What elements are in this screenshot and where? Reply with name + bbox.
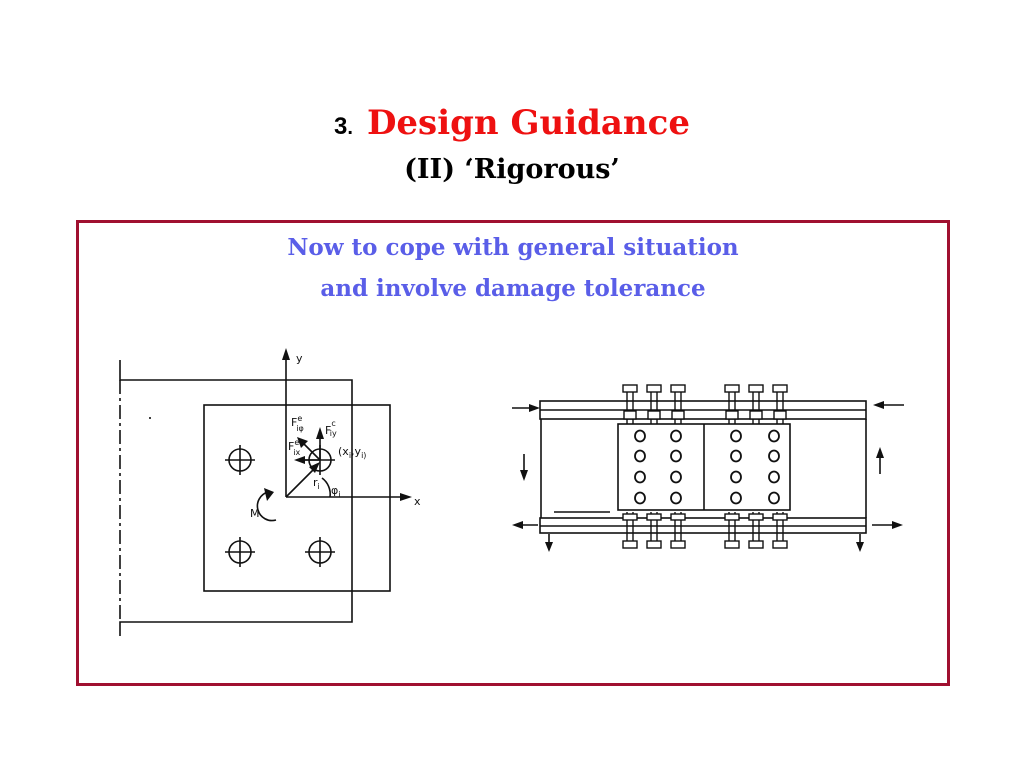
radius-label: ri (313, 476, 320, 491)
x-axis-label: x (414, 495, 421, 508)
bolt-coordinate-label: (xi,yi) (338, 445, 366, 460)
web-bolt (634, 449, 646, 463)
web-bolt (670, 470, 682, 484)
web-bolt (634, 491, 646, 505)
web-edges (540, 419, 867, 518)
web-bolt (730, 429, 742, 443)
flange-bolt-top (724, 384, 740, 424)
shear-arrow-down-left (520, 454, 528, 481)
bolt-hole (305, 537, 335, 567)
shear-arrow-up-right (876, 447, 884, 474)
web-bolt (730, 449, 742, 463)
axial-arrow-right-bottom (872, 521, 903, 529)
flange-bolt-bottom (622, 512, 638, 549)
member-outline (119, 360, 353, 636)
flange-bolt-pattern (622, 384, 788, 549)
web-bolt (768, 491, 780, 505)
web-bolt (670, 429, 682, 443)
flange-bolt-top (670, 384, 686, 424)
web-bolt-pattern (634, 429, 780, 505)
web-bolt (768, 449, 780, 463)
web-bolt (634, 470, 646, 484)
flange-bolt-top (646, 384, 662, 424)
radius-vector (285, 462, 320, 498)
web-bolt (634, 429, 646, 443)
section-number: 3 (334, 113, 348, 140)
top-flange (539, 400, 867, 420)
lead-text-line-2: and involve damage tolerance (320, 275, 706, 302)
bolt-hole (225, 445, 255, 475)
cover-plate (203, 404, 391, 592)
web-bolt (730, 491, 742, 505)
slide-subtitle: (II) ‘Rigorous’ (404, 154, 620, 185)
force-y-arrow (316, 427, 324, 460)
slide-title: 3. Design Guidance (0, 98, 1024, 148)
lead-text-line-1: Now to cope with general situation (287, 234, 739, 261)
angle-label: φi (331, 484, 341, 499)
flange-bolt-bottom (772, 512, 788, 549)
reaction-arrow-bottom-right (856, 534, 864, 552)
moment-label: M (250, 507, 260, 520)
axial-arrow-left-top (512, 404, 540, 412)
flange-bolt-bottom (748, 512, 764, 549)
web-bolt (768, 429, 780, 443)
y-axis (282, 348, 290, 497)
flange-bolt-bottom (724, 512, 740, 549)
title-text: Design Guidance (366, 103, 690, 143)
web-bolt (670, 449, 682, 463)
flange-bolt-top (622, 384, 638, 424)
force-phi-arrow (297, 437, 321, 461)
y-axis-label: y (296, 352, 303, 365)
force-x-arrow (294, 456, 320, 464)
flange-bolt-bottom (670, 512, 686, 549)
reaction-arrow-bottom-left (545, 534, 553, 552)
flange-bolt-top (748, 384, 764, 424)
flange-bolt-bottom (646, 512, 662, 549)
moment-arrow (256, 488, 277, 522)
web-bolt (670, 491, 682, 505)
content-frame: Now to cope with general situation and i… (76, 220, 950, 686)
axial-arrow-left-bottom (512, 521, 538, 529)
bottom-flange (539, 511, 867, 534)
web-bolt (730, 470, 742, 484)
x-axis (286, 493, 412, 501)
bolt-hole (225, 537, 255, 567)
flange-bolt-top (772, 384, 788, 424)
section-number-dot: . (347, 117, 353, 139)
web-bolt (768, 470, 780, 484)
axial-arrow-right-top (873, 401, 904, 409)
